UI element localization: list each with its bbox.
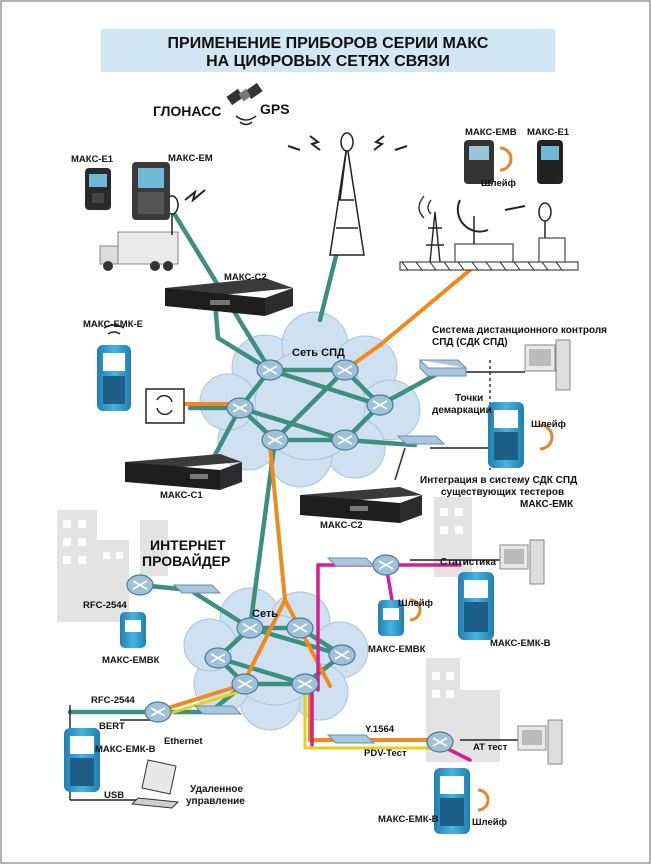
cloud-net-label: Сеть	[252, 608, 278, 620]
router-icon	[331, 429, 359, 451]
router-icon	[236, 617, 264, 639]
router-icon	[226, 397, 254, 419]
device-maks-embk-mid	[378, 600, 404, 636]
label-ethernet: Ethernet	[164, 736, 203, 747]
device-maks-e1-right	[537, 140, 563, 184]
label-maks-e1-right: МАКС-Е1	[527, 127, 570, 138]
router-icon	[426, 731, 454, 753]
loop-arrow-mid	[409, 598, 422, 622]
device-maks-emk-e	[97, 324, 131, 411]
label-maks-emk-v-bottom: МАКС-ЕМК-В	[378, 814, 439, 825]
label-shleif-mid: Шлейф	[398, 598, 433, 609]
computer-stat	[499, 539, 545, 585]
router-icon	[331, 359, 359, 381]
converter-box	[145, 388, 185, 424]
title-line-1: ПРИМЕНЕНИЕ ПРИБОРОВ СЕРИИ МАКС	[168, 35, 489, 52]
router-group	[126, 359, 454, 753]
label-maks-em: МАКС-ЕМ	[168, 153, 213, 164]
router-icon	[286, 617, 314, 639]
glonass-label: ГЛОНАСС	[153, 103, 221, 119]
label-shleif-bottom: Шлейф	[472, 817, 507, 828]
label-maks-s2-top: МАКС-С2	[224, 272, 267, 283]
label-remote-1: Удаленное	[190, 784, 243, 795]
label-demarc-2: демаркации	[432, 405, 492, 416]
title-banner	[101, 29, 555, 72]
maks-s2-top-unit	[165, 278, 293, 316]
radio-tower	[287, 132, 408, 256]
truck-icon	[99, 189, 206, 271]
label-usb: USB	[104, 790, 124, 801]
label-sdk-1: Система дистанционного контроля	[432, 325, 607, 336]
router-icon	[372, 554, 400, 576]
computer-sdk	[524, 339, 571, 391]
label-shleif-top: Шлейф	[481, 178, 516, 189]
maks-s1-unit	[125, 454, 242, 490]
label-at-test: AT тест	[473, 742, 508, 753]
label-integr-2: существующих тестеров	[441, 487, 564, 498]
router-icon	[204, 647, 232, 669]
router-icon	[261, 429, 289, 451]
router-icon	[366, 394, 394, 416]
device-maks-emk-v-bottom	[434, 768, 470, 834]
label-maks-s2-mid: МАКС-С2	[320, 520, 363, 531]
satellite-icon	[226, 82, 263, 126]
router-icon	[126, 574, 154, 596]
label-remote-2: управление	[186, 796, 245, 807]
maks-s2-mid-unit	[300, 487, 422, 523]
title-line-2: НА ЦИФРОВЫХ СЕТЯХ СВЯЗИ	[206, 53, 450, 70]
device-maks-emk-v-left	[64, 728, 100, 792]
switch-y1564	[326, 734, 376, 744]
ground-station	[399, 195, 579, 271]
switch-sdk	[418, 359, 468, 377]
loop-arrow-right	[539, 423, 554, 451]
laptop-icon	[130, 759, 180, 809]
label-maks-emk-e: МАКС-ЕМК-Е	[83, 319, 143, 330]
switches	[172, 359, 468, 744]
router-icon	[256, 359, 284, 381]
city-buildings-left	[57, 510, 168, 622]
label-statistika: Статистика	[440, 557, 496, 568]
label-sdk-2: СПД (СДК СПД)	[432, 337, 508, 348]
router-icon	[291, 673, 319, 695]
device-maks-emk-right	[488, 402, 524, 468]
switch-ethernet	[193, 705, 243, 715]
gps-label: GPS	[260, 101, 290, 117]
loop-arrow-bottom	[477, 788, 490, 812]
router-icon	[328, 644, 356, 666]
device-maks-emb	[464, 140, 494, 184]
device-maks-embk-left	[120, 612, 146, 648]
switch-integration	[396, 435, 446, 445]
switch-upper	[326, 557, 376, 567]
device-maks-e1-top	[85, 168, 111, 210]
label-y1564: Y.1564	[365, 724, 395, 735]
label-rfc-bottom: RFC-2544	[91, 695, 136, 706]
label-maks-emk-v-right: МАКС-ЕМК-В	[490, 638, 551, 649]
router-icon	[144, 701, 172, 723]
cloud-spd-label: Сеть СПД	[292, 347, 345, 359]
label-maks-embk-left: МАКС-ЕМВК	[102, 655, 160, 666]
orange-links	[136, 268, 472, 742]
label-integr-3: МАКС-ЕМК	[520, 499, 574, 510]
switch-isp	[172, 584, 222, 594]
label-pdv: PDV-Тест	[364, 748, 407, 759]
label-maks-s1: МАКС-С1	[160, 490, 203, 501]
label-maks-embk-mid: МАКС-ЕМВК	[368, 644, 426, 655]
label-maks-emb: МАКС-ЕМВ	[465, 127, 517, 138]
label-maks-emk-v-left: МАКС-ЕМК-В	[95, 744, 156, 755]
label-maks-e1-top: МАКС-Е1	[71, 154, 114, 165]
label-demarc-1: Точки	[455, 393, 483, 404]
label-isp-1: ИНТЕРНЕТ	[150, 537, 226, 553]
label-shleif-right: Шлейф	[531, 419, 566, 430]
computer-at	[517, 719, 563, 765]
device-maks-em	[132, 162, 170, 220]
label-rfc-top: RFC-2544	[83, 600, 128, 611]
device-maks-emk-v-right	[458, 572, 494, 640]
loop-arrow-top	[499, 146, 513, 172]
label-integr-1: Интеграция в систему СДК СПД	[420, 475, 577, 486]
router-icon	[231, 673, 259, 695]
label-bert: BERT	[99, 721, 125, 732]
label-isp-2: ПРОВАЙДЕР	[142, 552, 230, 569]
